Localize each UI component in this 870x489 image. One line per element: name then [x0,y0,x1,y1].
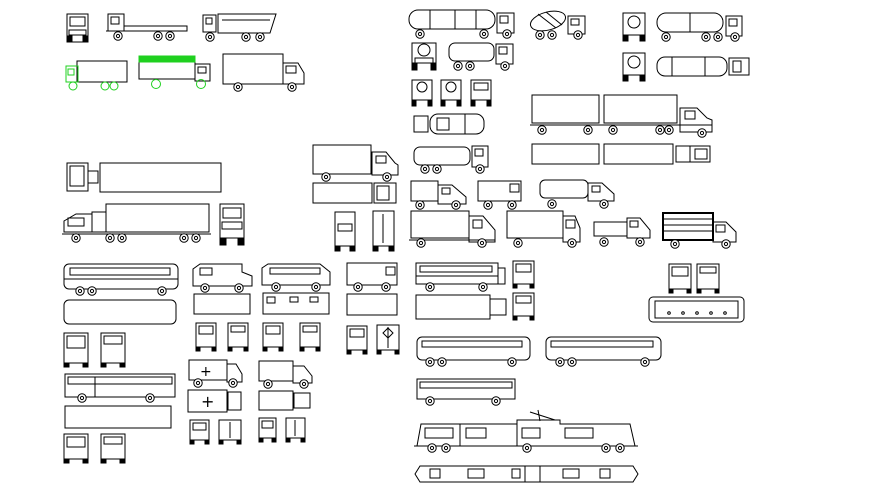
delivery-truck-small-side [258,360,313,389]
box-truck-green-roof [138,55,211,89]
bus-rear-right-1 [696,263,720,294]
transit-bus-top-view [64,405,172,429]
tanker-truck-front-small-2 [440,79,462,107]
step-van-side-2 [346,262,398,292]
moving-truck-ribbed-side [662,212,737,249]
tanker-truck-front [411,42,437,71]
first-aid-cross-1: + [200,364,212,380]
van-front-1 [195,322,217,352]
box-truck-front [334,211,356,252]
step-van-rear [376,324,400,355]
tanker-truck-front-right [622,12,646,42]
cement-mixer-truck-side [529,10,586,40]
semi-truck-top-view [66,162,222,193]
bus-top-view-right [648,296,745,323]
step-van-front [346,325,368,355]
coach-bus-side-1 [63,263,179,296]
van-rear-2 [299,322,321,352]
box-truck-side-medium-2 [506,210,581,248]
box-truck-small-side [410,180,467,210]
tanker-semi-side [656,12,743,42]
ambulance-top-view: + [187,389,242,413]
semi-truck-side [62,203,211,243]
fuel-truck-side [448,42,514,71]
school-bus-rear [512,292,535,321]
van-rear-1 [227,322,249,352]
tanker-truck-top-view [413,113,485,135]
ambulance-side: + [188,359,243,388]
flatbed-truck-side [106,13,188,41]
delivery-truck-small-top-view [258,390,311,411]
ambulance-front [189,419,210,445]
bus-rear-2 [100,433,126,464]
truck-front-elevation [66,13,89,43]
school-bus-front [512,260,535,289]
tanker-semi-top-view [656,56,750,77]
school-bus-side [415,262,506,292]
double-trailer-top-view [531,143,711,165]
school-bus-top-view [415,294,507,320]
rv-coach-side [261,263,331,292]
tanker-truck-side [408,9,515,39]
first-aid-cross-2: + [201,392,214,411]
step-van-side [477,180,522,210]
tanker-truck-front-small-1 [411,79,433,107]
box-truck-side-large [312,144,399,182]
motorhome-top-view [193,293,251,315]
coach-bus-side-2 [416,336,531,367]
bus-front-right-1 [668,263,692,294]
motorhome-side [192,263,253,293]
dump-truck-side [202,13,277,42]
tanker-truck-front-right-2 [622,52,646,82]
semi-truck-front [219,203,245,246]
coach-bus-side-3 [545,336,662,367]
transit-bus-side-2 [416,378,516,406]
ambulance-rear [218,419,242,445]
delivery-truck-rear [285,417,306,443]
van-front-2 [262,322,284,352]
articulated-tram-side [414,409,638,453]
rv-coach-top-view [262,292,330,315]
bus-rear-1 [100,332,126,368]
box-truck-side-medium [409,210,496,248]
truck-front-small-3 [470,79,492,107]
box-truck-top-view [312,182,397,204]
bus-front-1 [63,332,89,368]
coach-bus-top-view [63,299,177,325]
moving-van-side [222,53,305,92]
tank-truck-side-small [539,179,615,209]
bus-front-2 [63,433,89,464]
fuel-truck-side-small [413,145,489,174]
articulated-tram-top-view [414,465,639,483]
step-van-top-view [346,293,398,316]
double-trailer-semi-side [530,94,713,138]
delivery-truck-front [258,417,277,443]
box-truck-side-green [65,60,128,91]
box-truck-rear [372,210,395,252]
flatbed-truck-small-side [593,217,651,247]
transit-bus-side [64,373,176,403]
